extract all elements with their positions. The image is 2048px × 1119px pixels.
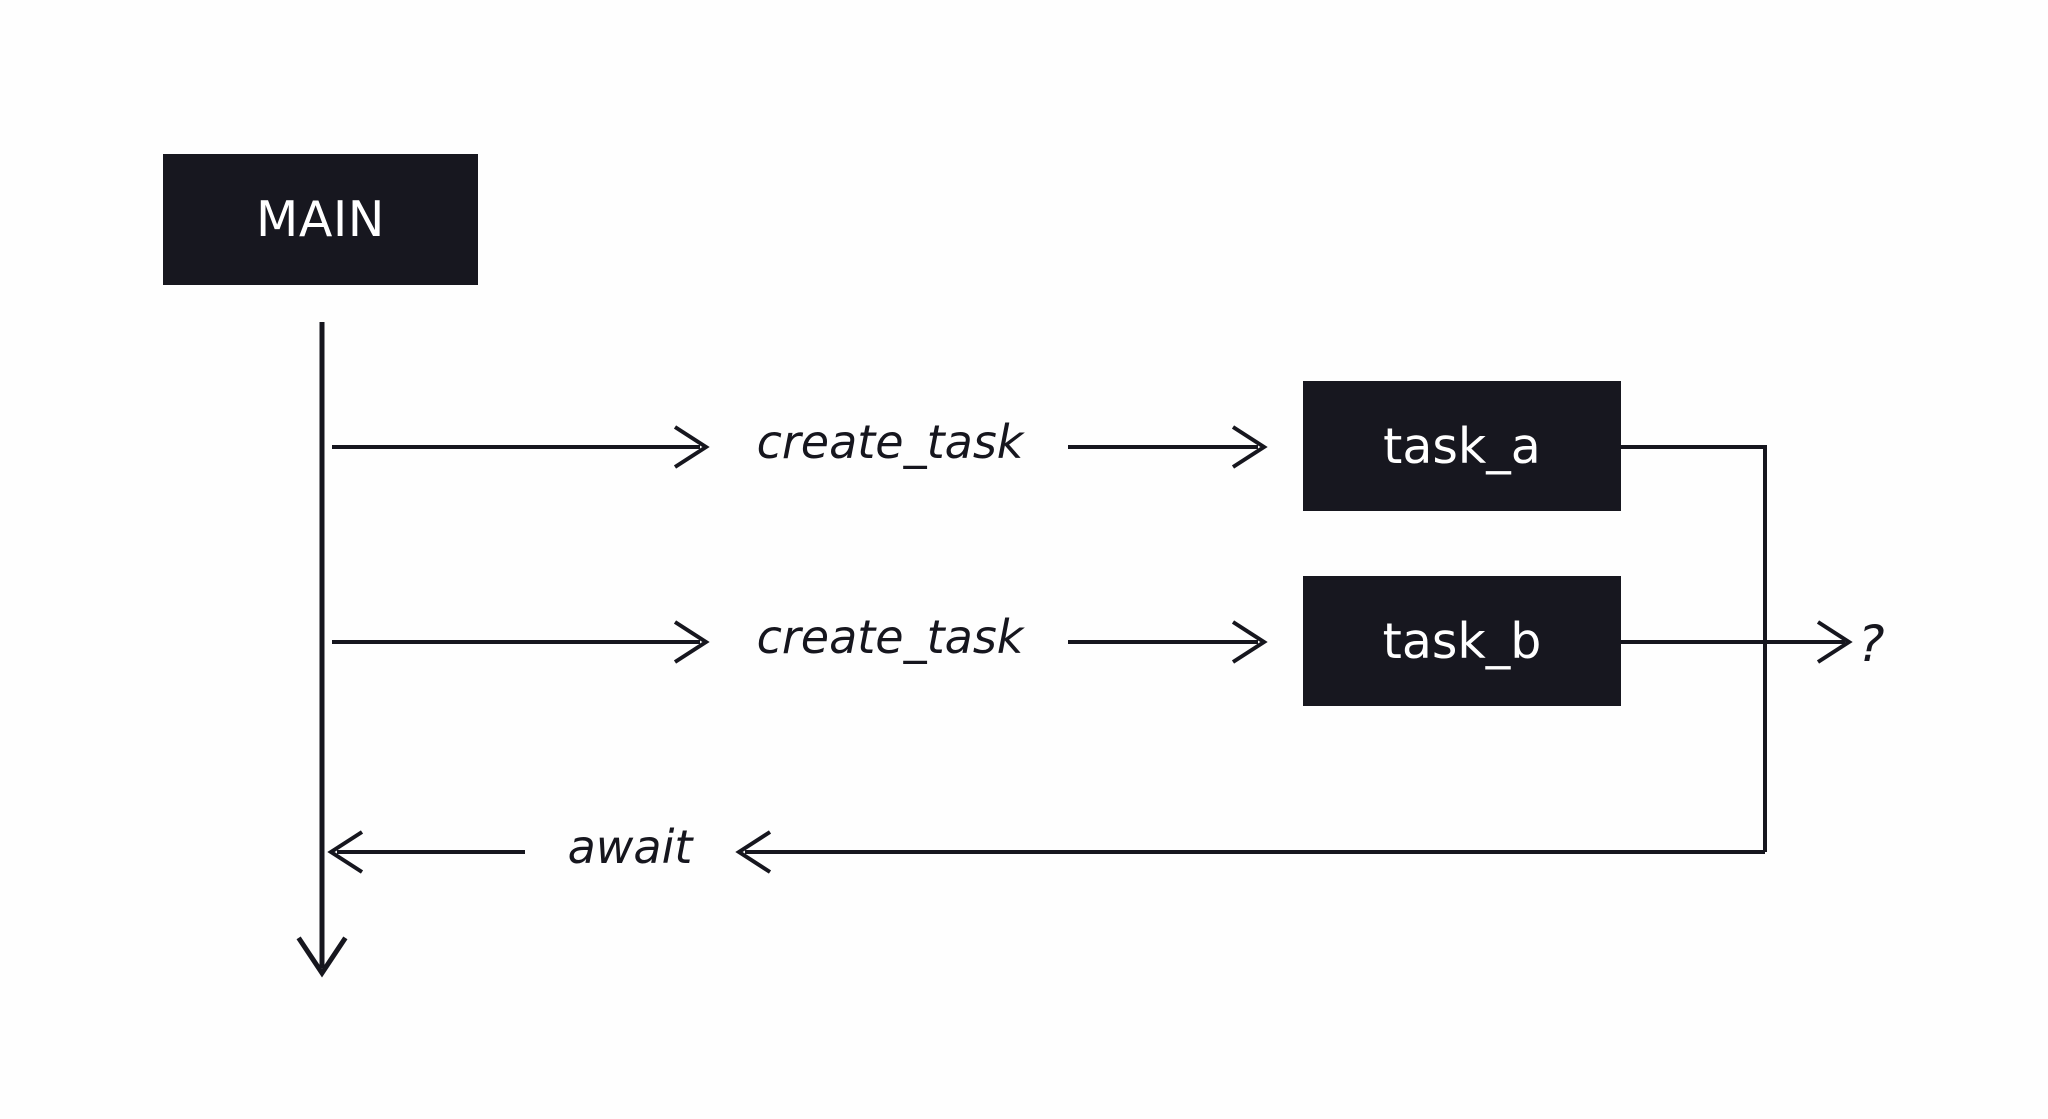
- edge-task-b-question: [1621, 620, 1853, 664]
- arrowhead-right: [673, 425, 710, 469]
- edge-task-a-join: [1621, 445, 1767, 852]
- node-main-label: MAIN: [256, 191, 385, 248]
- edge-label-await: await: [567, 820, 693, 874]
- edge-create-task-b-right: [1068, 620, 1268, 664]
- arrowhead-left: [735, 830, 772, 874]
- main-lifeline: [296, 322, 348, 978]
- arrowhead-right: [673, 620, 710, 664]
- edge-label-create-task-b: create_task: [756, 610, 1024, 664]
- edge-create-task-a-left: [332, 425, 710, 469]
- edge-await-right: [735, 830, 1765, 874]
- arrowhead-right: [1816, 620, 1853, 664]
- node-task-a[interactable]: task_a: [1303, 381, 1621, 511]
- node-main[interactable]: MAIN: [163, 154, 478, 285]
- arrowhead-right: [1231, 425, 1268, 469]
- edge-create-task-b-left: [332, 620, 710, 664]
- lifeline-end-arrowhead: [296, 936, 348, 978]
- arrowhead-left: [327, 830, 364, 874]
- node-task-b-label: task_b: [1382, 612, 1542, 670]
- arrowhead-right: [1231, 620, 1268, 664]
- node-task-b[interactable]: task_b: [1303, 576, 1621, 706]
- node-task-a-label: task_a: [1383, 417, 1541, 475]
- edge-label-create-task-a: create_task: [756, 415, 1024, 469]
- edge-label-question: ?: [1858, 615, 1885, 673]
- edge-await-left: [327, 830, 525, 874]
- edge-create-task-a-right: [1068, 425, 1268, 469]
